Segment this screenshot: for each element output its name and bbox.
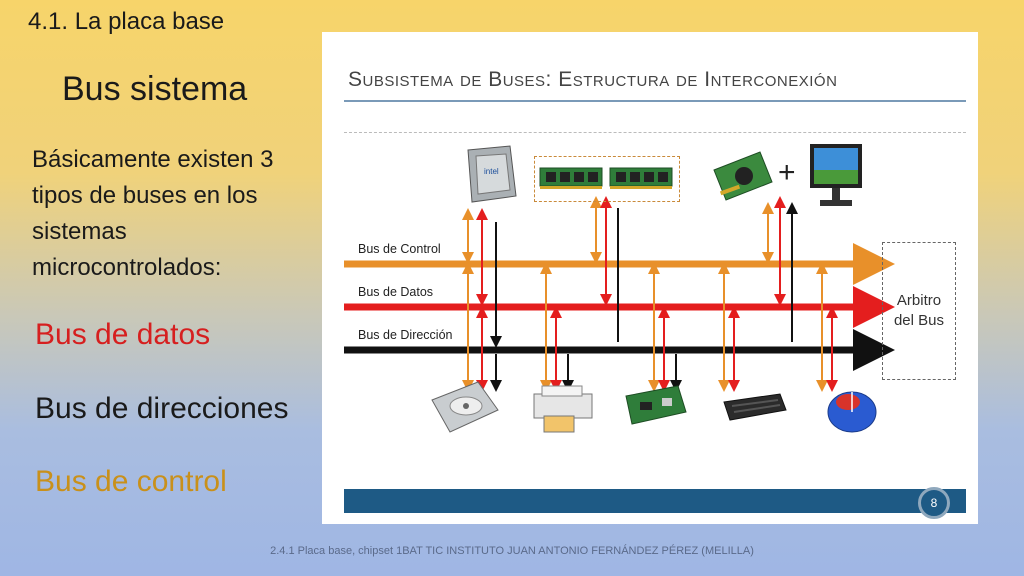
bus-datos-label: Bus de datos bbox=[35, 318, 211, 351]
bus-arbiter-box: Arbitro del Bus bbox=[882, 242, 956, 380]
svg-text:intel: intel bbox=[484, 167, 499, 176]
title-rule bbox=[344, 100, 966, 102]
printer-icon bbox=[533, 385, 593, 433]
ram-module-icon bbox=[609, 167, 673, 189]
plus-sign: + bbox=[778, 156, 796, 189]
ram-module-icon bbox=[539, 167, 603, 189]
keyboard-icon bbox=[723, 393, 787, 421]
diagram-title: Subsistema de Buses: Estructura de Inter… bbox=[348, 68, 838, 91]
cpu-icon: intel bbox=[467, 145, 517, 203]
memory-group bbox=[534, 156, 680, 202]
bus-diagram: Subsistema de Buses: Estructura de Inter… bbox=[322, 32, 978, 524]
mouse-icon bbox=[827, 391, 877, 433]
monitor-icon bbox=[810, 144, 862, 206]
divider bbox=[344, 132, 966, 133]
network-card-icon bbox=[625, 385, 687, 425]
graphics-card-icon bbox=[713, 151, 773, 201]
section-label: 4.1. La placa base bbox=[28, 8, 225, 35]
footer-bar bbox=[344, 489, 966, 513]
bus-control-label: Bus de control bbox=[35, 465, 227, 498]
hard-disk-icon bbox=[431, 381, 499, 433]
bus-arbiter-label: Arbitro del Bus bbox=[893, 292, 945, 329]
bus-wires bbox=[344, 196, 895, 392]
slide-title: Bus sistema bbox=[62, 70, 248, 108]
page-number-badge: 8 bbox=[918, 487, 950, 519]
intro-text: Básicamente existen 3 tipos de buses en … bbox=[32, 146, 274, 281]
address-bus-caption: Bus de Dirección bbox=[358, 328, 453, 342]
bus-direcciones-label: Bus de direcciones bbox=[35, 392, 289, 425]
footer-text: 2.4.1 Placa base, chipset 1BAT TIC INSTI… bbox=[270, 545, 754, 557]
control-bus-caption: Bus de Control bbox=[358, 242, 441, 256]
data-bus-caption: Bus de Datos bbox=[358, 285, 434, 299]
